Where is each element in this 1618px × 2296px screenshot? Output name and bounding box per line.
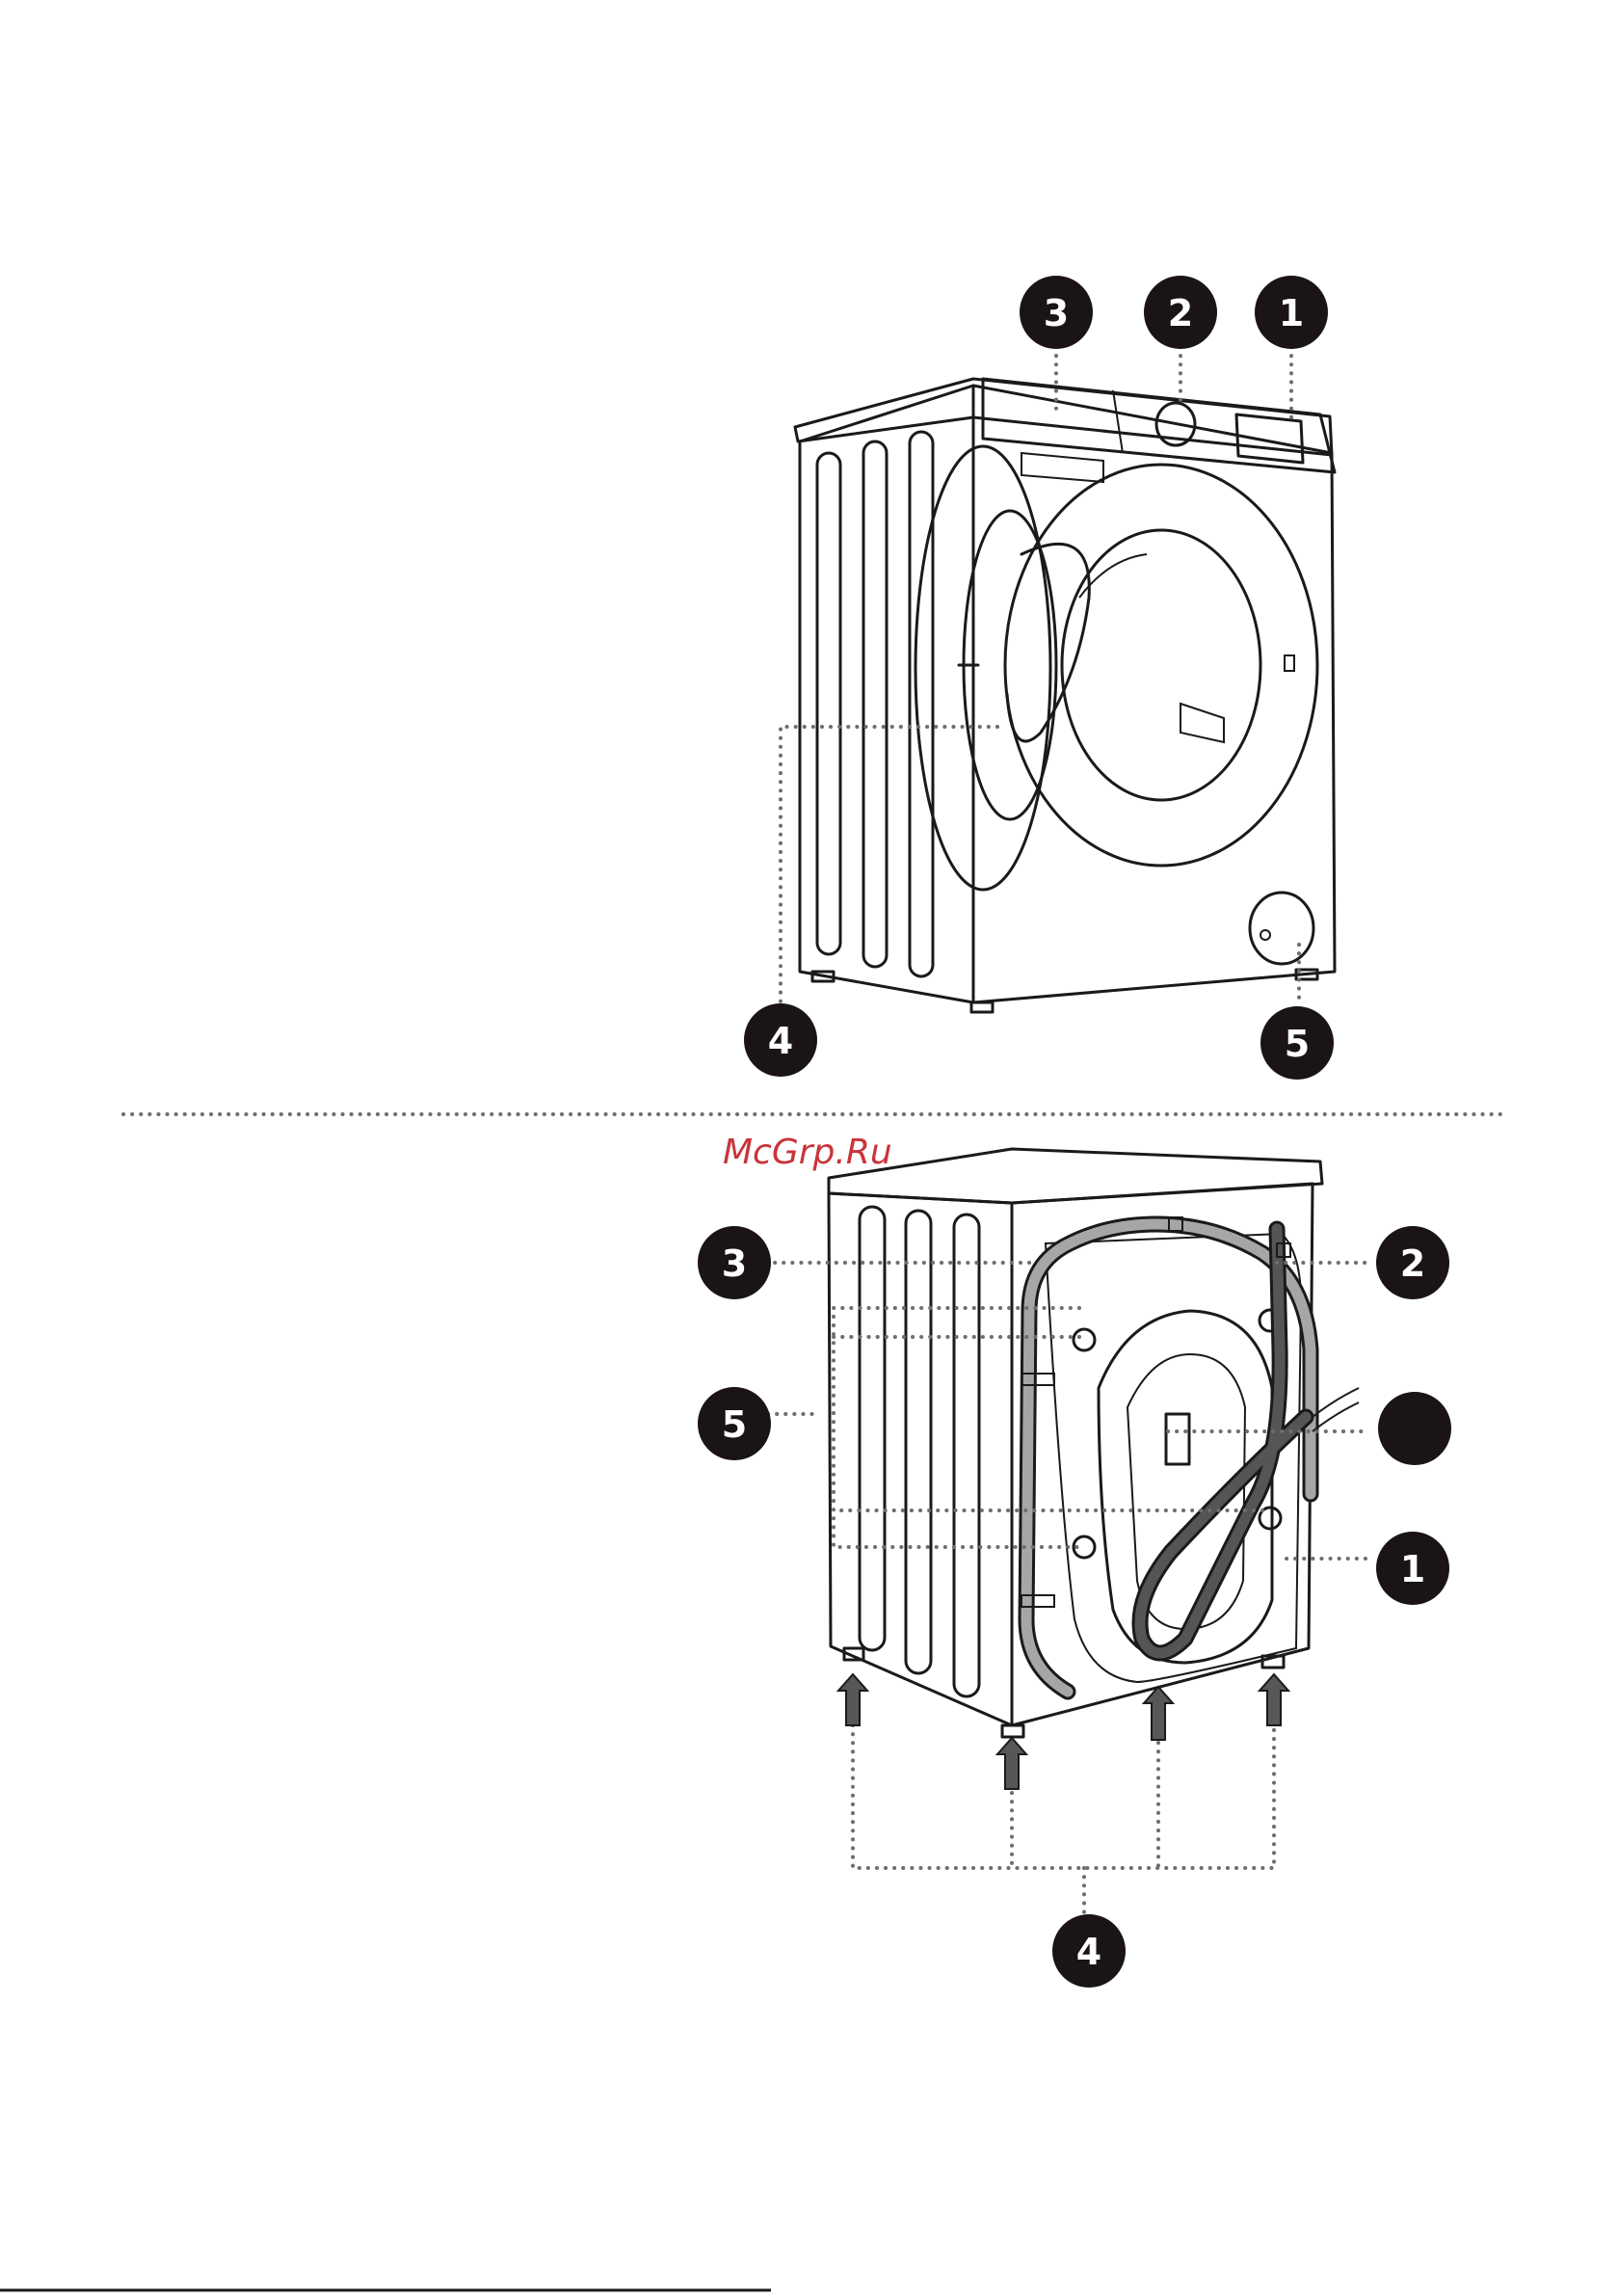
up-arrow-icon bbox=[997, 1738, 1026, 1789]
transit-bolt-icon bbox=[1074, 1329, 1095, 1350]
watermark: McGrp.Ru bbox=[723, 1133, 892, 1172]
rear-callout-4: 4 bbox=[1052, 1914, 1126, 1988]
rating-label bbox=[1166, 1414, 1189, 1464]
svg-text:4: 4 bbox=[768, 1020, 793, 1062]
front-callout-3: 3 bbox=[1020, 276, 1093, 349]
up-arrow-icon bbox=[1260, 1674, 1288, 1725]
door-opening bbox=[1005, 465, 1317, 866]
svg-text:5: 5 bbox=[1285, 1023, 1310, 1065]
front-callout-2: 2 bbox=[1144, 276, 1217, 349]
front-callout-4: 4 bbox=[744, 1003, 817, 1077]
open-door bbox=[915, 446, 1050, 890]
display-panel bbox=[1236, 414, 1303, 463]
svg-text:3: 3 bbox=[722, 1242, 747, 1285]
front-view-machine bbox=[795, 379, 1335, 1012]
svg-text:2: 2 bbox=[1168, 292, 1193, 334]
rear-callout-2: 2 bbox=[1376, 1226, 1449, 1299]
svg-text:2: 2 bbox=[1400, 1242, 1425, 1285]
rear-callout-blank bbox=[1378, 1392, 1451, 1465]
svg-text:5: 5 bbox=[722, 1403, 747, 1446]
svg-text:1: 1 bbox=[1400, 1548, 1425, 1590]
svg-text:1: 1 bbox=[1279, 292, 1304, 334]
up-arrow-icon bbox=[838, 1674, 867, 1725]
rear-callout-1: 1 bbox=[1376, 1532, 1449, 1605]
rear-callout-3: 3 bbox=[698, 1226, 771, 1299]
filter-cover bbox=[1250, 893, 1313, 964]
svg-text:3: 3 bbox=[1044, 292, 1069, 334]
front-callout-5: 5 bbox=[1260, 1006, 1334, 1080]
front-callout-1: 1 bbox=[1255, 276, 1328, 349]
up-arrow-icon bbox=[1144, 1687, 1173, 1740]
rear-callout-5: 5 bbox=[698, 1387, 771, 1460]
svg-text:4: 4 bbox=[1076, 1931, 1101, 1973]
rear-view-machine bbox=[829, 1149, 1359, 1737]
